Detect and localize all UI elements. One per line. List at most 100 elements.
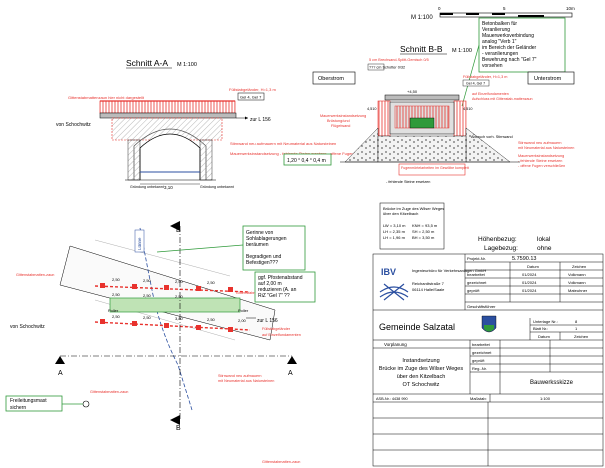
planning-stage: Vorplanung — [384, 342, 407, 347]
pole-icon — [82, 400, 90, 408]
callout-top-text: Betonbalken für Veranlierung Mauerwerksv… — [482, 21, 537, 69]
coat-of-arms-icon — [481, 315, 497, 333]
svg-text:geprüft: geprüft — [472, 358, 485, 363]
section-b-red-right-5: - offene Fugen verschließen — [518, 164, 565, 168]
svg-text:01/2024: 01/2024 — [522, 288, 537, 293]
company-addr-2: 06114 Halle/Saale — [412, 287, 445, 292]
svg-text:Volkmann: Volkmann — [568, 280, 586, 285]
svg-text:gezeichnet: gezeichnet — [472, 350, 492, 355]
section-b-red-right-3: Mauerwerksinstandsetzung — [518, 154, 564, 158]
svg-text:3,80: 3,80 — [175, 316, 184, 321]
plan-red-bottom-1: Stirnwand neu aufmauern — [218, 374, 261, 378]
svg-text:gezeichnet: gezeichnet — [467, 280, 487, 285]
svg-text:KNH = 93,5 m: KNH = 93,5 m — [412, 223, 438, 228]
note-gerinne: Gerinne von Sohlablagerungen beräumen Be… — [156, 225, 306, 271]
section-b-elev-3: 4,510 — [463, 107, 473, 111]
side-rows: bearbeitet gezeichnet geprüft Reg.-Nr. — [472, 342, 492, 371]
svg-text:Gerinne von: Gerinne von — [246, 230, 273, 236]
title-block-rows: bearbeitet 01/2024 Volkmann gezeichnet 0… — [467, 272, 588, 309]
svg-text:8: 8 — [575, 319, 578, 324]
date-col: Datum — [527, 264, 539, 269]
section-b-title: Schnitt B-B — [400, 44, 443, 54]
section-b-red-left-2: Brüstung/und — [327, 119, 350, 123]
svg-text:2,50: 2,50 — [175, 294, 184, 299]
section-b-elev-1: +4,50 — [407, 89, 418, 94]
company-logo-icon: IBV — [378, 262, 409, 302]
svg-text:reduzieren (A. an: reduzieren (A. an — [258, 287, 297, 293]
svg-text:SH = 2,50 m: SH = 2,50 m — [412, 229, 435, 234]
svg-text:Geschäftsführer: Geschäftsführer — [467, 304, 496, 309]
project-no-label: Projekt-Nr. — [467, 256, 486, 261]
svg-text:ggf. Pfostenabstand: ggf. Pfostenabstand — [258, 275, 303, 281]
plan-bridge-deck — [109, 297, 241, 313]
section-b-red-left-1: Mauerwerksinstandsetzung — [320, 114, 366, 118]
section-b-scale: M 1:100 — [452, 48, 472, 54]
svg-text:2,50: 2,50 — [175, 279, 184, 284]
svg-text:Blatt Nr.:: Blatt Nr.: — [533, 326, 548, 331]
section-a-from: von Schochwitz — [56, 122, 91, 128]
svg-text:über den Kitzelbach: über den Kitzelbach — [397, 374, 446, 380]
section-a-rail-note: Füllstabgeländer, H=1,3 m — [229, 87, 276, 92]
plan-lunne: Lünne — [137, 237, 142, 250]
section-a-rail-existing: Gel 4, Gel 7 — [240, 95, 262, 100]
svg-text:Instandsetzung: Instandsetzung — [402, 358, 439, 364]
section-a-arch — [139, 133, 201, 180]
svg-text:Begradigen und: Begradigen und — [246, 254, 282, 260]
title-block — [372, 253, 604, 467]
section-b-stone-note: - fehlende Steine ersetzen — [386, 180, 430, 184]
svg-text:sichern: sichern — [10, 405, 26, 411]
section-a-width: 3,10 — [164, 185, 173, 190]
svg-text:IBV: IBV — [381, 267, 396, 277]
svg-text:OT Schochwitz: OT Schochwitz — [403, 382, 440, 388]
section-b-rail-existing: Gel 4, Gel 7 — [466, 82, 485, 86]
svg-text:Brücke im Zuge des Wilser Wege: Brücke im Zuge des Wilser Weges — [379, 366, 464, 372]
svg-text:Lagebezug:: Lagebezug: — [484, 245, 518, 252]
scale-bar-tick-10: 10m — [566, 6, 575, 11]
svg-text:- veranlierungen: - veranlierungen — [482, 51, 518, 57]
section-b-rockfill: Abbruch vorh. Stirnwand — [471, 135, 513, 139]
plan-rail-label-2: auf Einzelfundamenten — [262, 333, 301, 337]
plan-red-bottom-2: mit Neumaterial aus Natursteinen — [218, 379, 274, 383]
svg-text:bearbeitet: bearbeitet — [467, 272, 486, 277]
svg-text:Reg.-Nr.: Reg.-Nr. — [472, 366, 487, 371]
scale-label: Maßstab: — [470, 396, 487, 401]
height-reference: Höhenbezug: lokal Lagebezug: ohne — [478, 236, 552, 252]
section-b-red-right-1: Stirnwand neu aufmauern — [518, 141, 561, 145]
section-b-dim-top: 5 cm Brechsand-Splitt-Gemisch 0/5 — [369, 58, 429, 62]
svg-text:1: 1 — [575, 326, 578, 331]
section-a-railing — [99, 100, 236, 114]
svg-text:Bewehrung nach "Gel 7": Bewehrung nach "Gel 7" — [482, 57, 537, 63]
svg-text:RiZ "Gel 7" ??: RiZ "Gel 7" ?? — [258, 293, 290, 299]
note-pfosten: ggf. Pfostenabstand auf 2,00 m reduziere… — [254, 271, 316, 303]
svg-text:über den Kitzelbach: über den Kitzelbach — [383, 211, 418, 216]
section-b-rail-note-2: auf Einzelfundamenten — [472, 92, 509, 96]
svg-text:LW = 3,10 m: LW = 3,10 m — [383, 223, 406, 228]
svg-text:Volkmann: Volkmann — [568, 272, 586, 277]
section-b-foundation: Fugenmörtelarbeiten im Gewölbe komplett — [401, 166, 469, 170]
svg-text:Zeichen: Zeichen — [574, 334, 588, 339]
section-a-to: zur L 156 — [250, 117, 271, 123]
plan-a-right: A — [288, 370, 293, 377]
section-b-downstream: Unterstrom — [534, 76, 562, 82]
section-b-rail-note: Füllstabgeländer, H=1,3 m — [463, 75, 507, 79]
svg-text:Mateuhner: Mateuhner — [568, 288, 588, 293]
plan-railing-top — [94, 285, 251, 293]
section-b-dim-top-2: ??? cm Schotter 0/32 — [369, 66, 405, 70]
bridge-info: Brücke im Zuge des Wilser Weges über den… — [379, 202, 444, 250]
svg-text:2,00: 2,00 — [238, 318, 247, 323]
company-addr-1: Reichardtstraße 7 — [412, 281, 445, 286]
plan-poller: Poller — [238, 308, 249, 313]
plan-view: 2,50 2,50 2,50 2,50 2,50 2,50 2,50 2,50 … — [10, 221, 301, 464]
section-b: Schnitt B-B M 1:100 Oberstrom Unterstrom… — [283, 44, 574, 184]
svg-text:01/2024: 01/2024 — [522, 280, 537, 285]
callout-top: Betonbalken für Veranlierung Mauerwerksv… — [461, 17, 566, 107]
drawing-type: Bauwerksskizze — [530, 380, 574, 386]
plan-rail-label: Füllstabgeländer — [262, 327, 291, 331]
svg-text:LH = 1,96 m: LH = 1,96 m — [383, 235, 406, 240]
svg-text:Freileitungsmast: Freileitungsmast — [10, 398, 47, 404]
municipality-name: Gemeinde Salzatal — [379, 322, 455, 332]
note-mast: Freileitungsmast sichern — [5, 395, 83, 412]
scale-bar-tick-5: 5 — [503, 6, 506, 11]
plan-fence-bottom-right: Gittenstabmatten-zaun — [262, 460, 300, 464]
section-b-railing-left — [377, 100, 391, 137]
